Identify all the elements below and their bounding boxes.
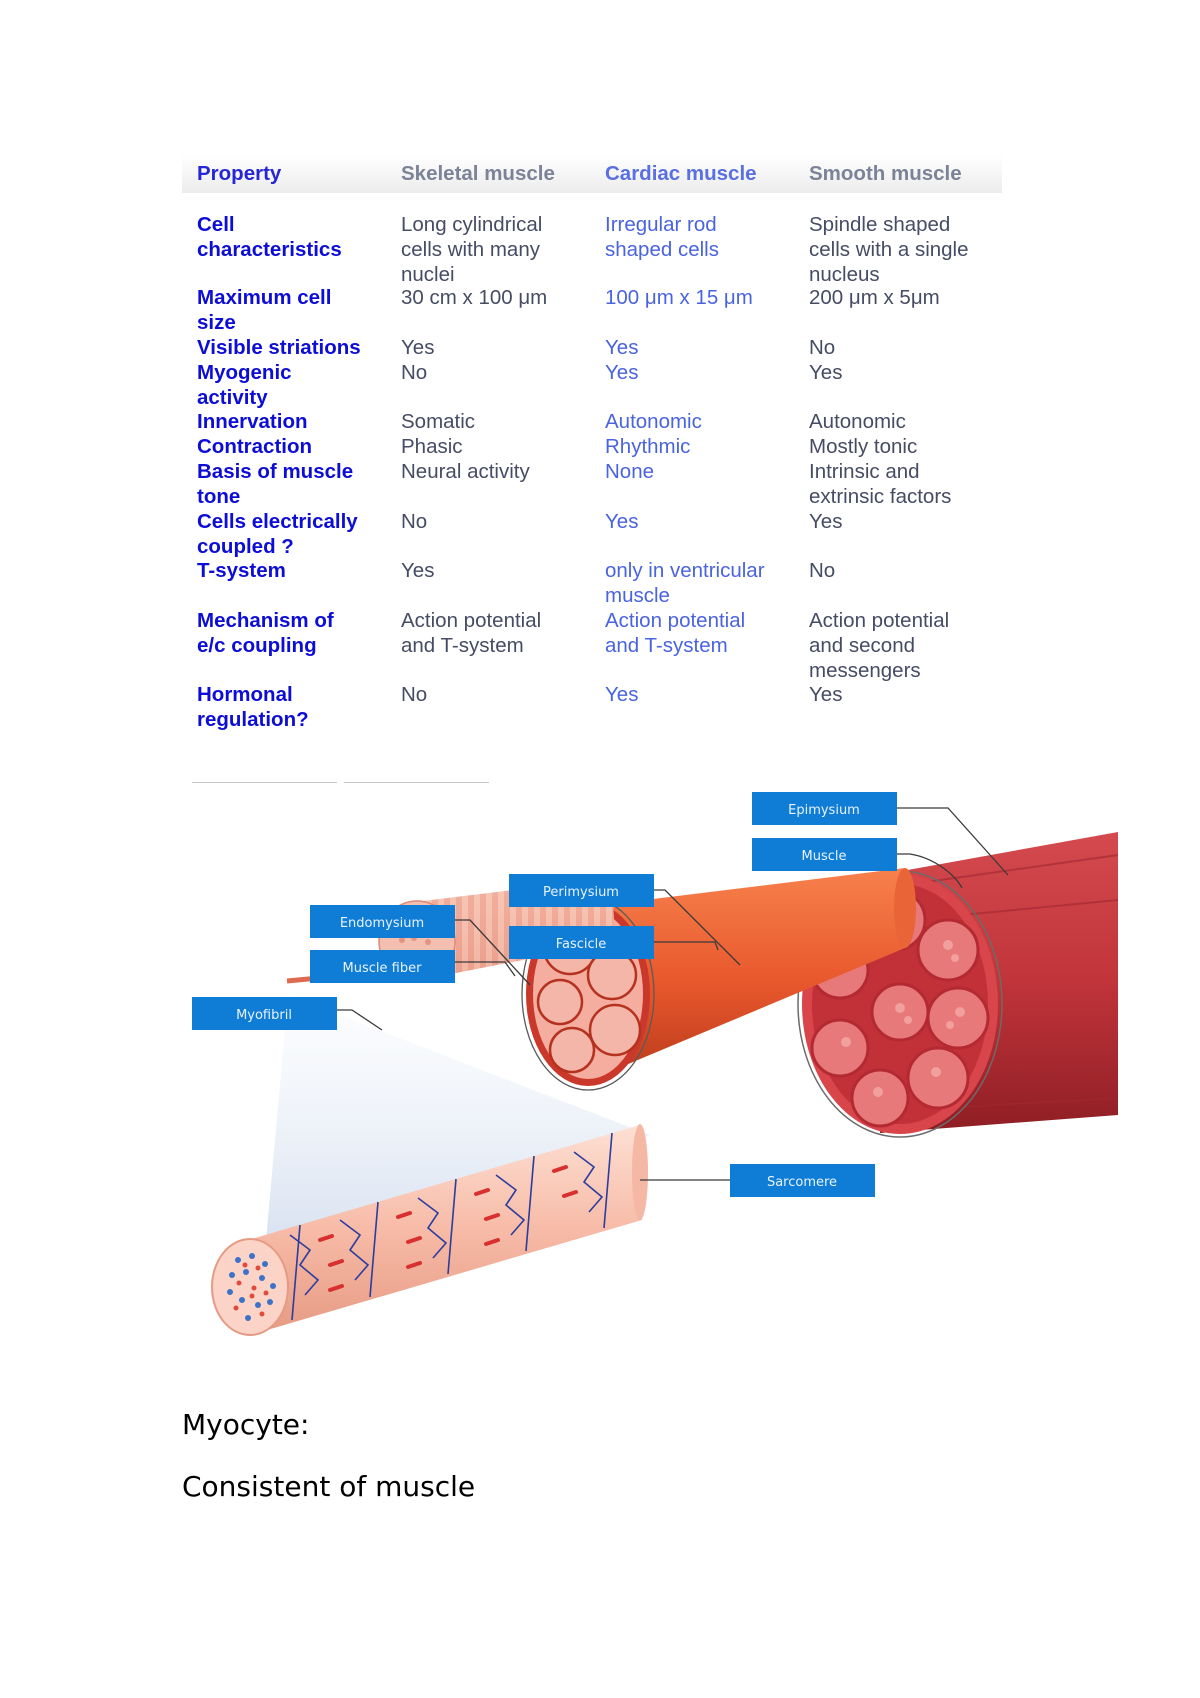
cell-property: Cell characteristics — [197, 213, 342, 261]
divider — [344, 782, 489, 783]
heading-myocyte: Myocyte: — [182, 1408, 310, 1441]
cell-property: Hormonal regulation? — [197, 683, 309, 731]
cell-smooth: No — [809, 559, 836, 582]
cell-smooth: 200 μm x 5μm — [809, 286, 940, 309]
cell-cardiac: None — [605, 460, 655, 483]
cell-property: Cells electrically coupled ? — [197, 510, 358, 558]
cell-skeletal: No — [401, 683, 428, 706]
cell-smooth: Intrinsic and extrinsic factors — [809, 460, 952, 508]
cell-property: Mechanism of e/c coupling — [197, 609, 334, 657]
cell-smooth: Autonomic — [809, 410, 906, 433]
cell-smooth: Action potential and second messengers — [809, 609, 950, 682]
divider — [192, 782, 337, 783]
cell-cardiac: Yes — [605, 683, 639, 706]
cell-cardiac: 100 μm x 15 μm — [605, 286, 753, 309]
svg-text:Perimysium: Perimysium — [543, 885, 619, 900]
cell-cardiac: Action potential and T-system — [605, 609, 746, 657]
cell-skeletal: 30 cm x 100 μm — [401, 286, 548, 309]
label-myofibril: Myofibril — [192, 997, 337, 1030]
cell-cardiac: Autonomic — [605, 410, 702, 433]
label-fascicle: Fascicle — [509, 926, 654, 959]
header-cardiac: Cardiac muscle — [605, 162, 757, 185]
cell-property: Innervation — [197, 410, 308, 433]
cell-skeletal: Phasic — [401, 435, 463, 458]
svg-text:Sarcomere: Sarcomere — [767, 1175, 837, 1190]
muscle-structure-diagram: Epimysium Muscle Perimysium Fascicle End… — [192, 792, 1119, 1336]
cell-property: Contraction — [197, 435, 313, 458]
cell-cardiac: Yes — [605, 336, 639, 359]
cell-property: Maximum cell size — [197, 286, 332, 334]
cell-cardiac: Yes — [605, 510, 639, 533]
cell-property: Myogenic activity — [197, 361, 292, 409]
label-epimysium: Epimysium — [752, 792, 897, 825]
label-sarcomere: Sarcomere — [730, 1164, 875, 1197]
cell-smooth: Yes — [809, 361, 843, 384]
cell-cardiac: Rhythmic — [605, 435, 691, 458]
table-header-row: Property Skeletal muscle Cardiac muscle … — [182, 155, 1002, 193]
cell-smooth: Yes — [809, 510, 843, 533]
cell-skeletal: Neural activity — [401, 460, 530, 483]
cell-skeletal: Yes — [401, 559, 435, 582]
header-property: Property — [197, 162, 282, 185]
myofibril-closeup — [211, 1124, 648, 1336]
cell-skeletal: No — [401, 510, 428, 533]
label-muscle-fiber: Muscle fiber — [310, 950, 455, 983]
cell-skeletal: Yes — [401, 336, 435, 359]
svg-text:Myofibril: Myofibril — [236, 1008, 292, 1023]
label-muscle: Muscle — [752, 838, 897, 871]
cell-property: Basis of muscle tone — [197, 460, 354, 508]
muscle-bundle — [797, 832, 1119, 1138]
label-endomysium: Endomysium — [310, 905, 455, 938]
cell-smooth: Yes — [809, 683, 843, 706]
header-smooth: Smooth muscle — [809, 162, 962, 185]
cell-cardiac: Yes — [605, 361, 639, 384]
svg-text:Muscle fiber: Muscle fiber — [343, 961, 423, 976]
svg-text:Fascicle: Fascicle — [556, 937, 607, 952]
cell-cardiac: Irregular rod shaped cells — [605, 213, 719, 261]
label-perimysium: Perimysium — [509, 874, 654, 907]
svg-text:Endomysium: Endomysium — [340, 916, 424, 931]
svg-text:Epimysium: Epimysium — [788, 803, 860, 818]
cell-skeletal: Action potential and T-system — [401, 609, 542, 657]
cell-smooth: No — [809, 336, 836, 359]
cell-cardiac: only in ventricular muscle — [605, 559, 765, 607]
cell-smooth: Mostly tonic — [809, 435, 918, 458]
cell-smooth: Spindle shaped cells with a single nucle… — [809, 213, 969, 286]
paragraph-myocyte: Consistent of muscle — [182, 1470, 476, 1503]
cell-property: T-system — [197, 559, 286, 582]
header-skeletal: Skeletal muscle — [401, 162, 555, 185]
svg-text:Muscle: Muscle — [802, 849, 847, 864]
cell-skeletal: Somatic — [401, 410, 476, 433]
cell-skeletal: Long cylindrical cells with many nuclei — [401, 213, 543, 286]
cell-property: Visible striations — [197, 336, 361, 359]
cell-skeletal: No — [401, 361, 428, 384]
